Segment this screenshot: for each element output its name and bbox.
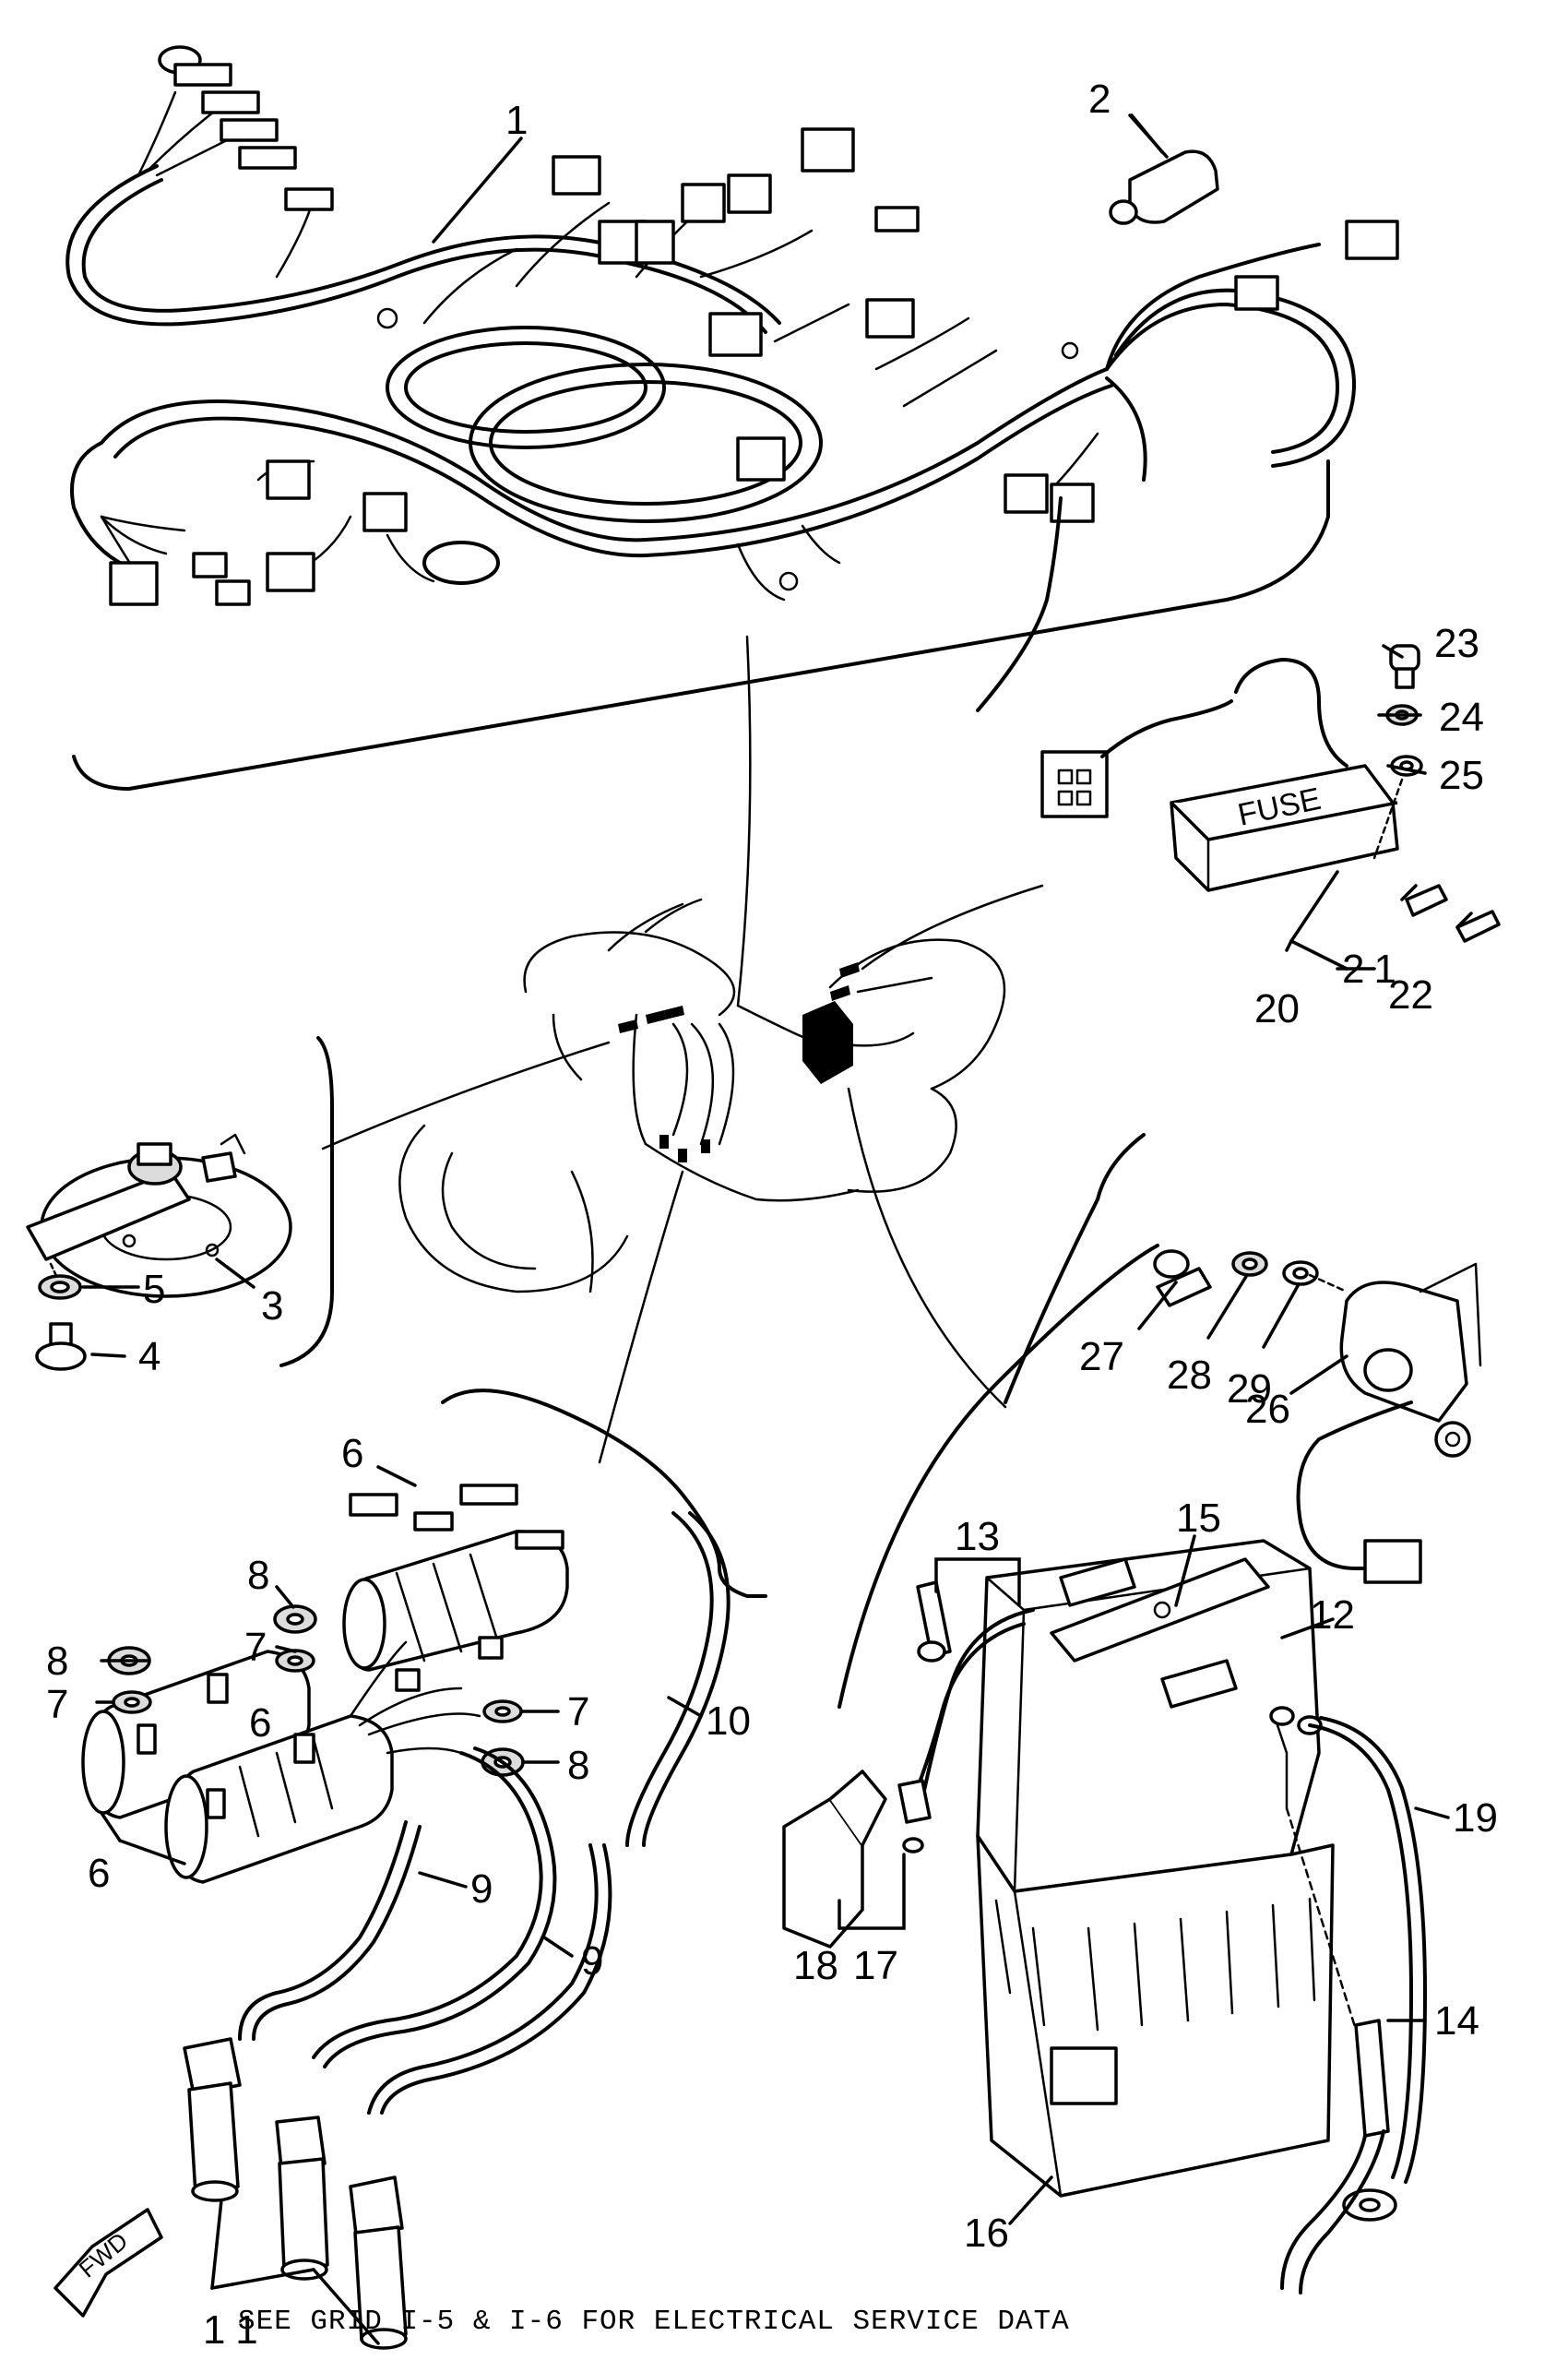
- callout-9b: 9: [581, 1938, 603, 1984]
- callout-17: 17: [853, 1943, 898, 1988]
- callout-2: 2: [1088, 77, 1111, 122]
- ignition-coils: [81, 1389, 767, 2350]
- callout-18: 18: [793, 1943, 838, 1988]
- fuse-box: FUSE: [976, 496, 1501, 971]
- motorcycle-outline: [398, 898, 1006, 1293]
- callout-28: 28: [1167, 1353, 1212, 1398]
- callout-5: 5: [143, 1267, 165, 1312]
- callout-4: 4: [138, 1334, 160, 1379]
- callout-13: 13: [955, 1514, 1000, 1559]
- diagram-caption: SEE GRID I-5 & I-6 FOR ELECTRICAL SERVIC…: [238, 2306, 1070, 2338]
- callout-labels: 1 2 3 4 5 6 6 6 7 7 7 8 8 8 9 9 10 11 12…: [46, 77, 1498, 2353]
- callout-22: 22: [1388, 972, 1433, 1018]
- assembly-leader-lines: [321, 635, 1044, 1464]
- callout-8b: 8: [247, 1553, 269, 1598]
- callout-6a: 6: [341, 1431, 363, 1476]
- callout-23: 23: [1434, 621, 1479, 666]
- callout-10: 10: [706, 1698, 751, 1744]
- callout-27: 27: [1079, 1334, 1124, 1379]
- callout-3: 3: [261, 1283, 283, 1329]
- callout-leaders: [81, 113, 1473, 2345]
- callout-8a: 8: [46, 1639, 68, 1684]
- battery-ribs: [994, 1897, 1316, 2032]
- callout-14: 14: [1434, 1998, 1479, 2044]
- callout-24: 24: [1439, 695, 1484, 740]
- forward-direction-marker: FWD: [53, 2208, 163, 2318]
- callout-29: 29: [1227, 1366, 1272, 1412]
- callout-7b: 7: [244, 1625, 267, 1670]
- callout-6c: 6: [249, 1700, 271, 1746]
- callout-21: 21: [1342, 947, 1406, 992]
- callout-25: 25: [1439, 753, 1484, 798]
- horn: [26, 1036, 334, 1371]
- callout-16: 16: [964, 2211, 1009, 2256]
- callout-11: 11: [203, 2307, 271, 2353]
- callout-7a: 7: [46, 1682, 68, 1727]
- callout-15: 15: [1176, 1496, 1221, 1541]
- battery-group: [782, 1244, 1427, 2294]
- callout-26: 26: [1245, 1387, 1290, 1432]
- callout-20: 20: [1254, 986, 1300, 1031]
- callout-12: 12: [1310, 1592, 1355, 1638]
- callout-7c: 7: [567, 1689, 589, 1734]
- condenser: [1109, 113, 1219, 225]
- callout-1: 1: [505, 98, 528, 143]
- starter-relay: [1004, 1133, 1482, 1584]
- callout-9a: 9: [470, 1866, 493, 1912]
- callout-6b: 6: [88, 1851, 110, 1896]
- callout-19: 19: [1453, 1795, 1498, 1841]
- callout-8c: 8: [567, 1743, 589, 1788]
- wire-harness: [65, 45, 1399, 791]
